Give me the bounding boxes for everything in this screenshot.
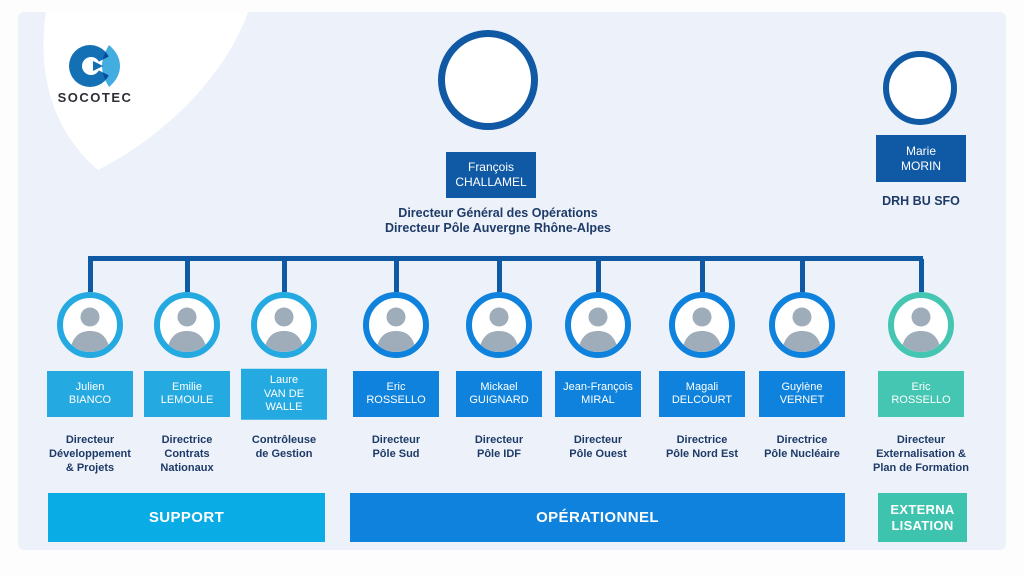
person-photo-placeholder xyxy=(264,307,304,352)
ceo-last-name: CHALLAMEL xyxy=(455,175,527,189)
band-operational: OPÉRATIONNEL xyxy=(350,493,845,542)
person-photo-placeholder xyxy=(578,307,618,352)
band-label: SUPPORT xyxy=(148,509,225,526)
connector-drop-3 xyxy=(281,259,287,292)
hr-last-name: MORIN xyxy=(901,158,941,173)
ceo-role-line-2: Directeur Pôle Auvergne Rhône-Alpes xyxy=(385,221,611,235)
member-avatar xyxy=(363,292,429,358)
ceo-role-line-1: Directeur Général des Opérations xyxy=(398,206,598,220)
member-avatar xyxy=(251,292,317,358)
ceo-role: Directeur Général des Opérations Directe… xyxy=(366,206,630,236)
ceo-avatar xyxy=(438,30,538,130)
hr-first-name: Marie xyxy=(905,143,936,158)
person-photo-placeholder xyxy=(682,307,722,352)
connector-drop-5 xyxy=(496,259,502,292)
hr-role: DRH BU SFO xyxy=(882,194,960,208)
band-label: OPÉRATIONNEL xyxy=(536,509,659,526)
connector-horizontal-bar xyxy=(88,256,923,261)
connector-drop-4 xyxy=(393,259,399,292)
hr-name-box: Marie MORIN xyxy=(876,135,966,182)
member-avatar xyxy=(466,292,532,358)
member-avatar xyxy=(57,292,123,358)
connector-drop-2 xyxy=(184,259,190,292)
connector-drop-8 xyxy=(799,259,805,292)
member-avatar xyxy=(769,292,835,358)
connector-drop-1 xyxy=(87,259,93,292)
socotec-logo: SOCOTEC xyxy=(40,40,150,106)
person-photo-placeholder xyxy=(901,307,941,352)
ceo-name-box: François CHALLAMEL xyxy=(446,152,536,198)
person-photo-placeholder xyxy=(479,307,519,352)
person-photo-placeholder xyxy=(782,307,822,352)
connector-drop-9 xyxy=(918,259,924,292)
member-avatar xyxy=(669,292,735,358)
member-avatar xyxy=(888,292,954,358)
member-avatar xyxy=(565,292,631,358)
person-photo-placeholder xyxy=(70,307,110,352)
connector-drop-6 xyxy=(595,259,601,292)
socotec-logo-icon xyxy=(69,45,120,87)
member-avatar xyxy=(154,292,220,358)
person-photo-placeholder xyxy=(167,307,207,352)
hr-avatar xyxy=(883,51,957,125)
brand-name: SOCOTEC xyxy=(57,90,133,105)
person-photo-placeholder xyxy=(376,307,416,352)
ceo-first-name: François xyxy=(467,160,514,174)
band-support: SUPPORT xyxy=(48,493,325,542)
connector-drop-7 xyxy=(699,259,705,292)
